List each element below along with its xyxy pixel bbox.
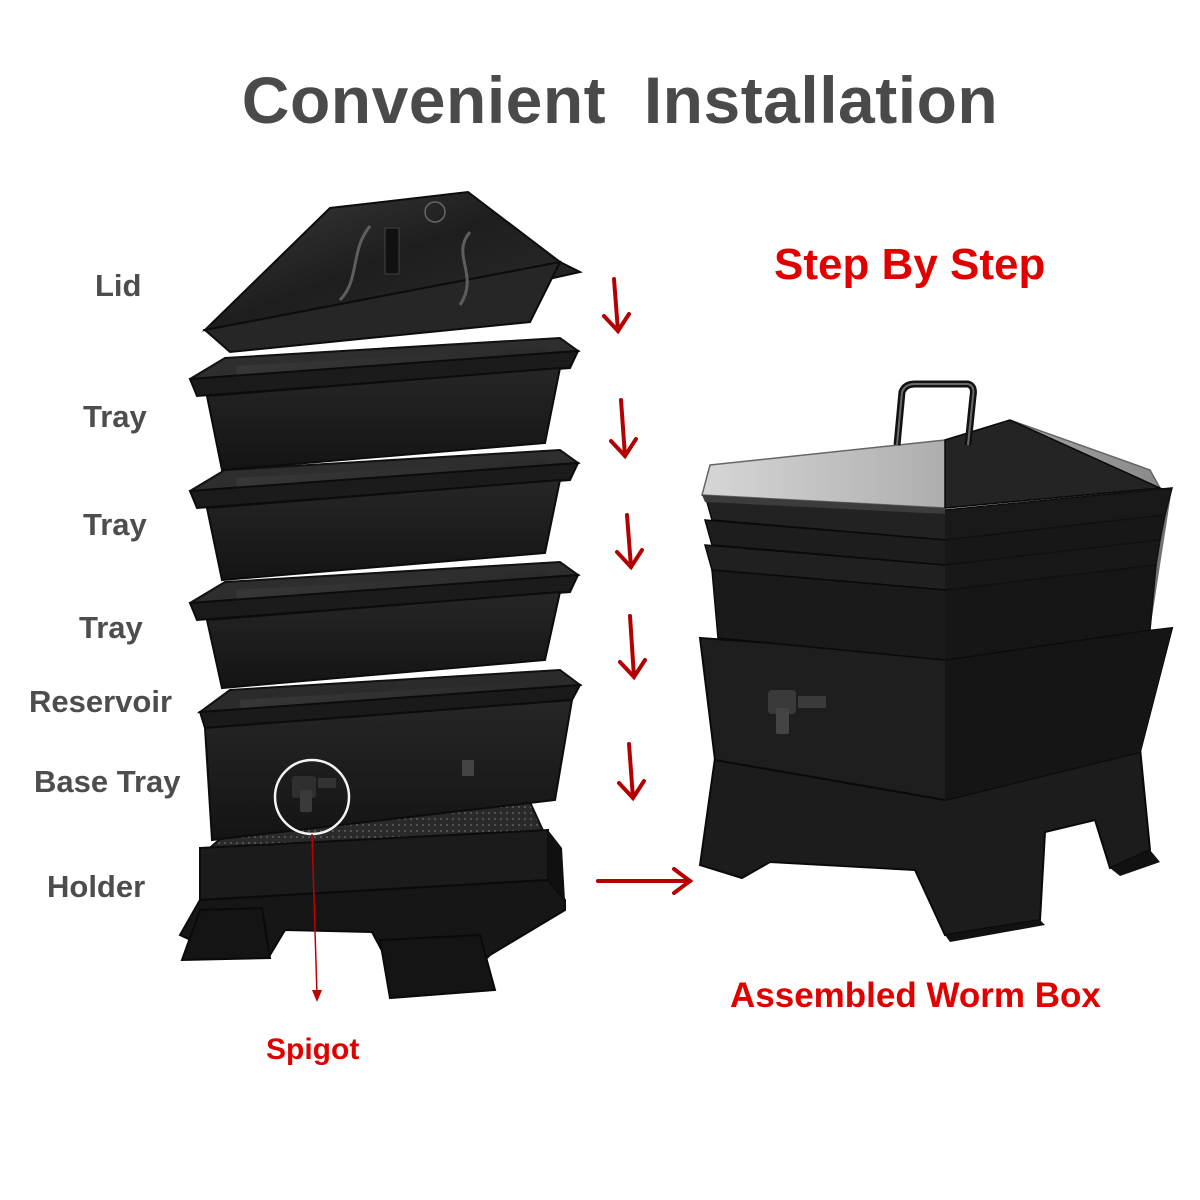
arrow-down-3 — [615, 513, 644, 571]
label-base-tray: Base Tray — [34, 764, 181, 799]
label-tray-1: Tray — [83, 399, 147, 434]
arrow-down-2 — [609, 398, 638, 460]
arrow-down-5 — [617, 742, 646, 802]
holder-part — [178, 800, 566, 1000]
label-tray-2: Tray — [83, 507, 147, 542]
base-tray-part — [196, 668, 583, 842]
label-holder: Holder — [47, 869, 146, 904]
spigot-pointer-line — [311, 833, 322, 1002]
page-title: Convenient Installation — [241, 63, 999, 137]
down-arrows — [596, 277, 694, 895]
arrow-right — [596, 867, 694, 895]
label-lid: Lid — [95, 268, 142, 303]
label-reservoir: Reservoir — [29, 684, 173, 719]
label-tray-3: Tray — [79, 610, 143, 645]
step-by-step-heading: Step By Step — [774, 240, 1046, 289]
lid-part — [201, 190, 583, 354]
tray-2-part — [188, 448, 581, 582]
assembled-worm-box-caption: Assembled Worm Box — [730, 976, 1101, 1015]
label-spigot: Spigot — [266, 1033, 360, 1066]
arrow-down-1 — [602, 277, 631, 335]
arrow-down-4 — [618, 614, 647, 681]
assembled-box — [698, 380, 1174, 942]
tray-3-part — [188, 560, 581, 690]
tray-1-part — [188, 336, 581, 472]
